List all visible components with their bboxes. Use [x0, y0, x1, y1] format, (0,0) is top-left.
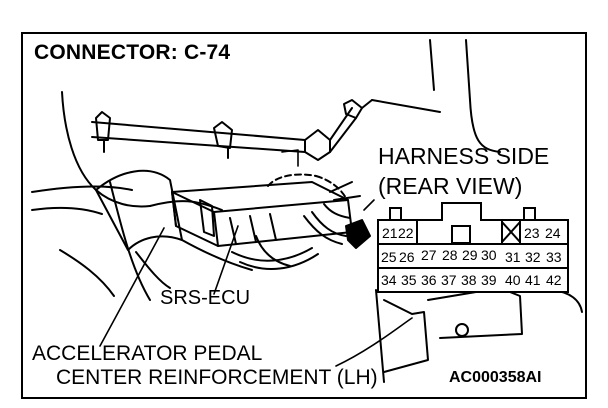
pin-36: 36: [421, 272, 437, 288]
harness-pipe: [91, 99, 373, 161]
leader-lines: [99, 149, 413, 367]
connector-title: CONNECTOR: C-74: [34, 41, 231, 64]
pin-30: 30: [481, 247, 497, 263]
pin-38: 38: [461, 272, 477, 288]
center-reinforcement-label: CENTER REINFORCEMENT (LH): [56, 366, 378, 389]
pin-24: 24: [545, 225, 561, 241]
pin-26: 26: [399, 249, 415, 265]
pin-28: 28: [442, 247, 458, 263]
connector-c74-plug: [345, 219, 371, 249]
pin-32: 32: [525, 249, 541, 265]
pin-31: 31: [505, 249, 521, 265]
pin-27: 27: [421, 247, 437, 263]
dash-structure: [31, 91, 253, 301]
pin-25: 25: [381, 249, 397, 265]
pin-34: 34: [381, 272, 397, 288]
ecu-wiring: [231, 181, 361, 270]
pin-37: 37: [441, 272, 457, 288]
harness-side-label: HARNESS SIDE: [378, 143, 550, 169]
rear-view-label: (REAR VIEW): [378, 173, 523, 199]
accelerator-pedal-label: ACCELERATOR PEDAL: [32, 342, 263, 365]
pedal-reinforcement: [371, 39, 583, 383]
srs-ecu-label: SRS-ECU: [160, 287, 251, 309]
pin-23: 23: [524, 225, 540, 241]
figure-code: AC000358AI: [449, 369, 542, 386]
pin-22: 22: [398, 225, 414, 241]
pin-35: 35: [401, 272, 417, 288]
pin-21: 21: [382, 225, 398, 241]
connector-face: 21 22 23 24 25 26 27 28 29 30 31 32 33 3…: [377, 202, 569, 293]
pin-41: 41: [525, 272, 541, 288]
srs-ecu-unit: [171, 173, 353, 247]
pin-39: 39: [481, 272, 497, 288]
pin-33: 33: [546, 249, 562, 265]
pin-29: 29: [462, 247, 478, 263]
connector-pin-numbers: 21 22 23 24 25 26 27 28 29 30 31 32 33 3…: [381, 225, 562, 288]
pin-40: 40: [505, 272, 521, 288]
pin-42: 42: [546, 272, 562, 288]
